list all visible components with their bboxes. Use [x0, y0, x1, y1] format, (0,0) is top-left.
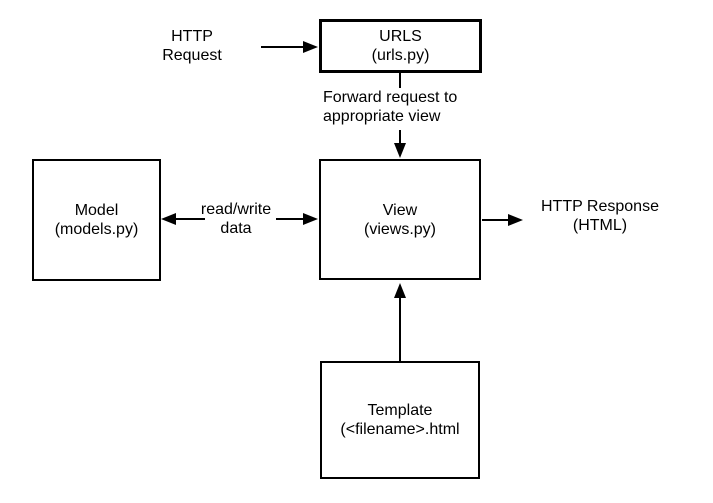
template-box: Template (<filename>.html [320, 361, 480, 479]
view-box: View (views.py) [319, 159, 481, 280]
arrow-urls-to-view [394, 130, 406, 158]
model-box-title: Model [74, 202, 119, 219]
urls-box-title: URLS [379, 28, 422, 45]
urls-box: URLS (urls.py) [319, 19, 482, 73]
template-box-subtitle: (<filename>.html [340, 421, 460, 438]
http-response-label-line2: (HTML) [572, 217, 628, 234]
http-request-label-line1: HTTP [171, 28, 213, 45]
urls-box-subtitle: (urls.py) [371, 47, 430, 64]
view-box-title: View [382, 201, 418, 219]
arrow-to-model [161, 213, 205, 225]
read-write-data-label: read/write data [176, 200, 296, 238]
arrow-to-view-left [276, 213, 318, 225]
view-box-subtitle: (views.py) [363, 220, 436, 238]
model-box: Model (models.py) [32, 159, 161, 281]
model-box-subtitle: (models.py) [54, 221, 139, 238]
http-request-label-line2: Request [162, 47, 222, 64]
arrow-http-request-to-urls [261, 41, 318, 53]
http-response-label-line1: HTTP Response [541, 198, 659, 215]
read-write-data-label-line1: read/write [200, 201, 272, 218]
http-request-label: HTTP Request [130, 27, 254, 65]
forward-request-label-line1: Forward request to [323, 89, 458, 106]
arrow-template-to-view [394, 283, 406, 361]
forward-request-label: Forward request to appropriate view [323, 88, 457, 126]
forward-request-label-line2: appropriate view [323, 108, 441, 125]
template-box-title: Template [367, 402, 433, 419]
arrow-view-to-response [482, 214, 523, 226]
http-response-label: HTTP Response (HTML) [518, 197, 682, 235]
read-write-data-label-line2: data [220, 220, 252, 237]
